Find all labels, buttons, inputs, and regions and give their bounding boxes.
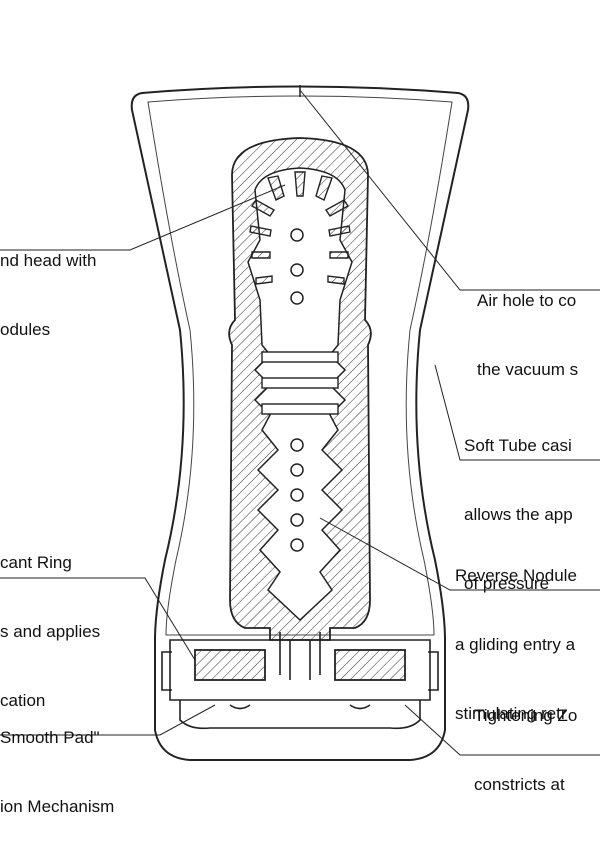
ribs: [261, 351, 339, 415]
ring-block-left: [194, 649, 266, 681]
outer-casing: [130, 85, 470, 761]
label-smooth-pad: Smooth Pad" ion Mechanism: [0, 728, 115, 816]
label-air-hole: Air hole to co the vacuum s: [477, 291, 579, 379]
leader-head: [0, 184, 286, 251]
base-mechanism: [161, 632, 439, 730]
label-soft-tube: Soft Tube casi allows the app of pressur…: [464, 436, 573, 593]
label-ring: cant Ring s and applies cation: [0, 553, 101, 710]
leader-tightening: [404, 704, 600, 756]
label-reverse-nodules: Reverse Nodule a gliding entry a stimula…: [455, 566, 577, 723]
ring-block-right: [334, 649, 406, 681]
product-cross-section-diagram: [0, 85, 600, 761]
leader-soft-tube: [434, 364, 600, 461]
leader-air-hole: [299, 89, 600, 291]
label-tightening: Tightening Zo constricts at: [474, 706, 578, 794]
leader-reverse-nodules: [319, 517, 600, 591]
inner-channel: [247, 167, 353, 622]
leader-smooth-pad: [0, 704, 216, 736]
head-fins: [249, 171, 351, 285]
leader-ring: [0, 577, 196, 661]
leader-lines: [0, 89, 600, 756]
label-head: nd head with odules: [0, 251, 97, 339]
nodules: [290, 228, 304, 552]
inner-casing-wall: [147, 95, 453, 636]
